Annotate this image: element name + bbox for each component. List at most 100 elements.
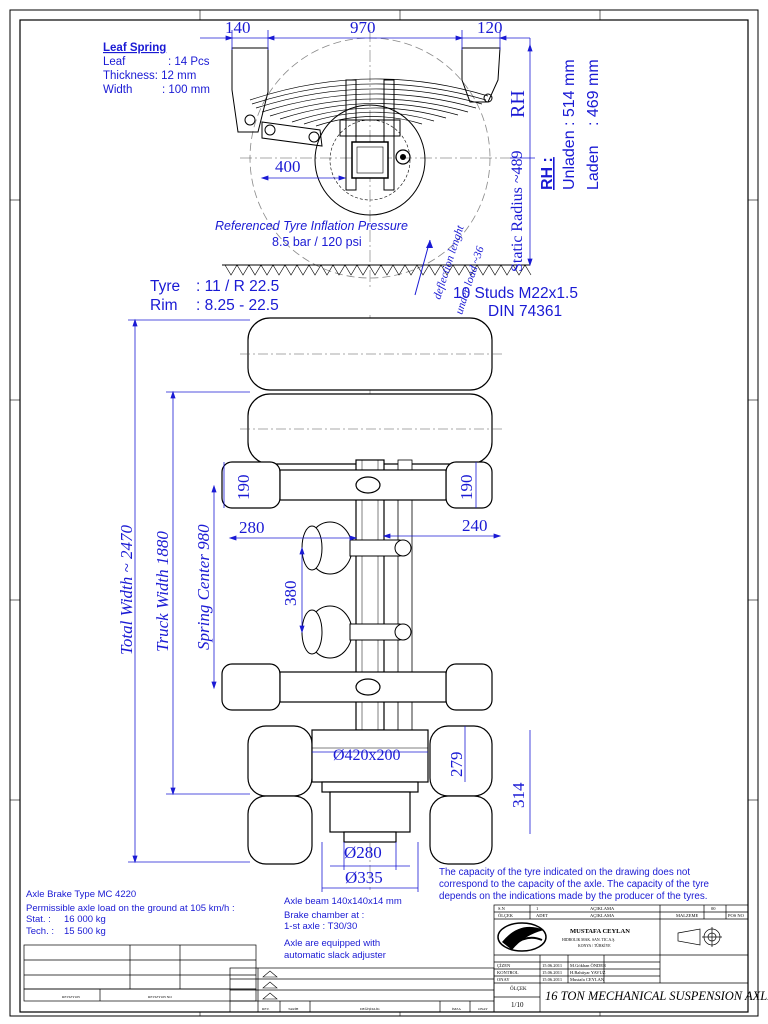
tyre-label: Tyre <box>150 278 180 295</box>
tb-row2-label: KONTROL <box>497 970 519 975</box>
tb-h1: S.N <box>498 906 506 911</box>
first-axle-note: 1-st axle : T30/30 <box>284 921 357 932</box>
deflection-arrow <box>414 239 431 296</box>
dim-190-left: 190 <box>234 475 253 501</box>
tb-row3-name: Mustafa CEYLAN <box>570 977 605 982</box>
pressure-title: Referenced Tyre Inflation Pressure <box>215 219 408 233</box>
dim-314: 314 <box>509 782 528 808</box>
company-logo <box>497 922 547 952</box>
rev-label-1: REV. <box>262 1007 270 1011</box>
dim-280: 280 <box>239 518 265 537</box>
rh-side-label: RH <box>507 90 529 118</box>
frame-tick-marks <box>10 10 758 1016</box>
scale-label: ÖLÇEK <box>510 986 527 992</box>
rear-hanger-eye <box>483 93 493 103</box>
left-table-label-2: REVIZYON NO <box>148 995 172 999</box>
brake-type: Axle Brake Type MC 4220 <box>26 889 136 900</box>
tb-row1-name: M.Gökhan ÖNDER <box>570 963 606 968</box>
laden-label: Laden <box>585 146 602 191</box>
tb-h2-4: MALZEME <box>676 913 698 918</box>
thickness-text: Thickness: 12 mm <box>103 70 196 82</box>
hub-inner <box>329 119 411 201</box>
stat-label: Stat. : <box>26 914 51 925</box>
plan-view <box>128 315 531 892</box>
under-load-text: under load ~36 <box>453 245 486 316</box>
dim-970: 970 <box>350 18 376 37</box>
stat-value: 16 000 kg <box>64 914 106 925</box>
revision-triangles <box>262 970 278 1000</box>
spring-center: Spring Center 980 <box>194 524 213 650</box>
slack-note-2: automatic slack adjuster <box>284 950 386 961</box>
company-name: MUSTAFA CEYLAN <box>570 928 630 935</box>
dim-335: Ø335 <box>345 868 383 887</box>
rev-label-4: İMZA <box>452 1006 461 1011</box>
width-value: : 100 mm <box>162 84 210 96</box>
torque-arm <box>261 121 323 147</box>
axle-square-section <box>351 141 389 179</box>
tb-row1-label: ÇİZEN <box>497 963 511 968</box>
unladen-value: : 514 mm <box>561 59 578 126</box>
capacity-line-2: correspond to the capacity of the axle. … <box>439 879 709 890</box>
dim-400: 400 <box>275 157 301 176</box>
lower-tyres <box>247 725 493 865</box>
permissible-load: Permissible axle load on the ground at 1… <box>26 903 235 914</box>
top-dimension-texts: 140 970 120 400 <box>225 18 503 176</box>
leaf-value: : 14 Pcs <box>168 56 210 68</box>
dim-240: 240 <box>462 516 488 535</box>
rh-label: RH : <box>539 157 556 190</box>
tb-h2-1: ÖLÇEK <box>498 913 514 918</box>
tech-value: 15 500 kg <box>64 926 106 937</box>
side-view <box>200 30 535 296</box>
tb-h4: 00 <box>711 906 716 911</box>
tb-h2-2: ADET <box>536 913 548 918</box>
dim-380: 380 <box>281 581 300 607</box>
tb-row3-date: 15.06.2011 <box>542 977 562 982</box>
top-dimension-lines <box>200 30 535 267</box>
tb-row2-date: 15.06.2011 <box>542 970 562 975</box>
static-radius: Static Radius ~489 <box>509 150 526 272</box>
unladen-label: Unladen <box>561 130 578 190</box>
total-width: Total Width ~ 2470 <box>117 525 136 655</box>
rev-label-3: DEĞİŞİKLİK <box>360 1006 380 1011</box>
front-hanger <box>231 47 269 133</box>
rev-label-2: TARİH <box>288 1006 299 1011</box>
cam-shaft <box>395 149 411 165</box>
dim-279: 279 <box>447 752 466 778</box>
tb-h3: AÇIKLAMA <box>590 906 615 911</box>
tyre-value: : 11 / R 22.5 <box>196 278 279 295</box>
laden-value: : 469 mm <box>585 59 602 126</box>
dim-190-right: 190 <box>457 475 476 501</box>
tb-h2-5: POS NO <box>728 913 745 918</box>
axle-notes: Axle Brake Type MC 4220 Permissible axle… <box>26 889 402 961</box>
company-sub-2: KONYA / TÜRKİYE <box>578 943 611 948</box>
dim-280b: Ø280 <box>344 843 382 862</box>
capacity-line-1: The capacity of the tyre indicated on th… <box>439 867 690 878</box>
capacity-line-3: depends on the indications made by the p… <box>439 891 708 902</box>
front-hanger-eye <box>244 114 256 126</box>
tyre-spec: Tyre : 11 / R 22.5 Rim : 8.25 - 22.5 10 … <box>150 278 578 320</box>
brake-drum <box>314 104 426 216</box>
pressure-value: 8.5 bar / 120 psi <box>272 235 362 249</box>
brake-chamber-2 <box>301 605 412 659</box>
brake-chamber-note: Brake chamber at : <box>284 910 364 921</box>
title-block <box>23 904 749 1013</box>
tb-h2: 1 <box>536 906 538 911</box>
company-sub-1: HIDROLIK MAK. SAN. TIC.A.Ş. <box>562 938 615 942</box>
width-label: Width <box>103 84 132 96</box>
left-table-label-1: REVIZYON <box>62 995 80 999</box>
tb-h2-3: AÇIKLAMA <box>590 913 615 918</box>
leaf-spring-title: Leaf Spring <box>103 42 166 54</box>
rim-label: Rim <box>150 297 178 314</box>
title-block-text: S.N 1 AÇIKLAMA 00 ÖLÇEK ADET AÇIKLAMA MA… <box>62 906 768 1011</box>
dim-140: 140 <box>225 18 251 37</box>
spring-seat-lower <box>221 663 493 711</box>
tb-row2-name: H.Bahtiyar YAVUZ <box>570 970 606 975</box>
dim-420: Ø420x200 <box>333 747 401 764</box>
truck-width: Truck Width 1880 <box>153 531 172 652</box>
hub-drum <box>311 729 429 843</box>
din-text: DIN 74361 <box>488 303 562 320</box>
rh-spec: RH Static Radius ~489 RH : Unladen : 514… <box>507 59 602 272</box>
axle-beam-note: Axle beam 140x140x14 mm <box>284 896 402 907</box>
ground-hatch <box>224 264 532 276</box>
